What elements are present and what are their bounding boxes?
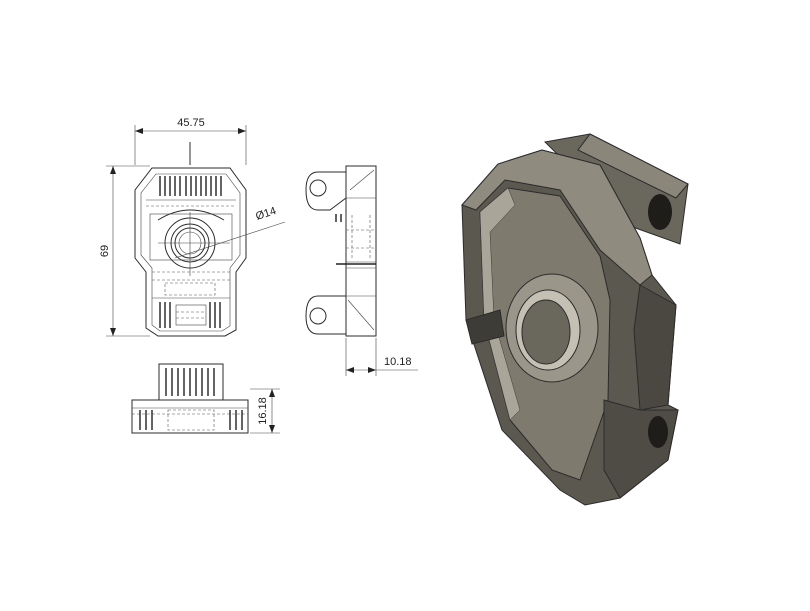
diameter-dimension-label: Ø14	[254, 205, 277, 223]
height-dimension: 69	[99, 165, 150, 337]
front-lower-detail	[152, 271, 230, 328]
height-dimension-label: 69	[99, 245, 111, 257]
bottom-view: 16.18	[131, 363, 280, 434]
base-height-dimension: 16.18	[250, 388, 280, 434]
depth-dimension: 10.18	[345, 338, 418, 376]
front-bore: Ø14	[149, 205, 286, 276]
isometric-render	[461, 133, 689, 506]
base-height-dimension-label: 16.18	[257, 397, 269, 425]
width-dimension: 45.75	[134, 117, 247, 165]
front-view: 45.75 69	[99, 117, 286, 337]
front-top-ribs	[146, 142, 236, 207]
depth-dimension-label: 10.18	[384, 356, 412, 368]
side-view: 10.18	[305, 165, 418, 376]
width-dimension-label: 45.75	[177, 117, 205, 129]
